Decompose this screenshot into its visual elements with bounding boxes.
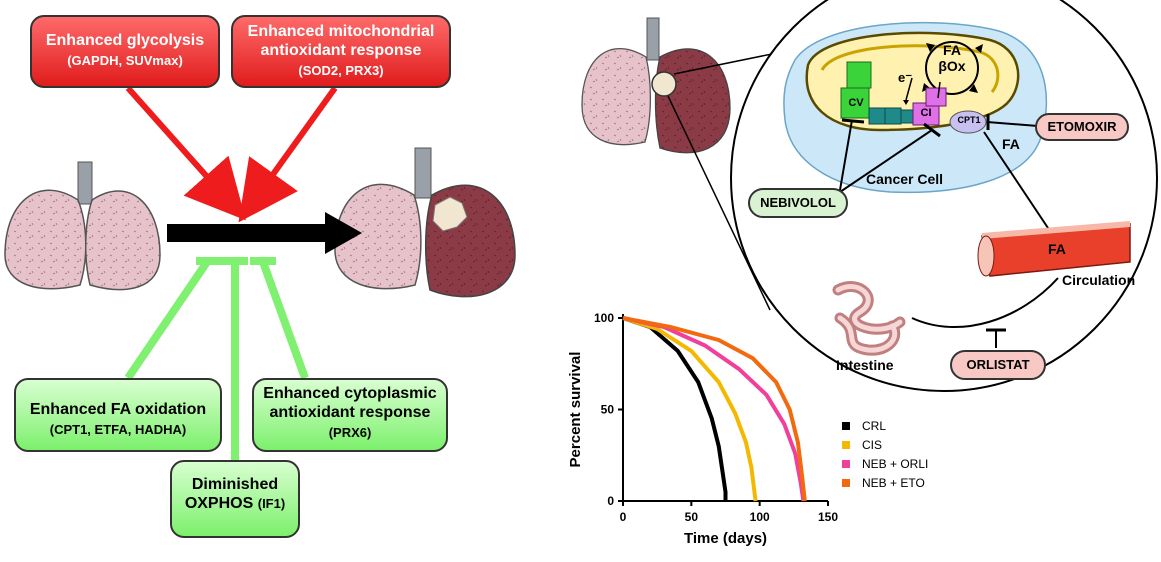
x-axis-label: Time (days)	[684, 530, 767, 547]
mito-antioxidant-arrow	[238, 86, 338, 223]
mito-antioxidant-title-2: antioxidant response	[260, 42, 422, 59]
nebivolol-bar-cv	[841, 118, 865, 124]
electron-label: e⁻	[898, 70, 913, 85]
glycolysis-sub: (GAPDH, SUVmax)	[67, 53, 183, 68]
nebivolol-to-ci	[839, 129, 933, 193]
cpt1-transporter	[949, 110, 987, 134]
orlistat-badge: ORLISTAT	[950, 350, 1046, 380]
glycolysis-title: Enhanced glycolysis	[45, 32, 205, 49]
legend-swatch	[842, 422, 850, 430]
series-line-neb-orli	[622, 316, 806, 502]
oxphos-title-1: Diminished	[191, 476, 279, 493]
orlistat-label: ORLISTAT	[966, 357, 1030, 372]
oxphos-sub: (IF1)	[257, 496, 286, 511]
progression-arrow	[167, 212, 362, 254]
legend-label: NEB + ORLI	[862, 457, 928, 471]
cv-label: CV	[848, 97, 864, 109]
y-tick-label: 100	[594, 311, 614, 325]
cyto-antioxidant-box: Enhanced cytoplasmic antioxidant respons…	[252, 378, 448, 452]
nebivolol-to-cv	[839, 119, 853, 191]
etomoxir-badge: ETOMOXIR	[1035, 113, 1129, 141]
fa-to-ci-arrow	[937, 81, 941, 99]
oxphos-title-2: OXPHOS	[184, 495, 254, 512]
legend-label: CRL	[862, 419, 886, 433]
y-tick-label: 0	[607, 494, 614, 508]
cyto-antioxidant-title-1: Enhanced cytoplasmic	[263, 385, 437, 402]
glycolysis-arrow	[125, 86, 246, 221]
blood-vessel	[977, 221, 1131, 277]
nebivolol-badge: NEBIVOLOL	[748, 188, 848, 218]
cyto-antioxidant-title-2: antioxidant response	[269, 404, 431, 421]
mito-antioxidant-title-1: Enhanced mitochondrial	[247, 23, 435, 40]
nebivolol-bar-ci	[923, 122, 941, 138]
glycolysis-box: Enhanced glycolysis (GAPDH, SUVmax)	[30, 15, 220, 88]
legend-swatch	[842, 441, 850, 449]
fa-transport-line	[983, 131, 1053, 235]
series-line-cis	[622, 316, 758, 502]
legend-swatch	[842, 479, 850, 487]
vessel-fa-label: FA	[1048, 241, 1066, 257]
y-tick-label: 50	[601, 403, 615, 417]
cpt1-label: CPT1	[957, 115, 981, 125]
oxphos-box: Diminished OXPHOS (IF1)	[170, 460, 300, 538]
nebivolol-label: NEBIVOLOL	[760, 195, 836, 210]
healthy-lung-illustration	[4, 161, 161, 291]
ci-label: CI	[920, 107, 932, 119]
circulation-label: Circulation	[1062, 272, 1136, 288]
legend-swatch	[842, 460, 850, 468]
fa-box-label-1: FA	[943, 42, 961, 58]
x-tick-label: 100	[750, 510, 770, 524]
fa-oxidation-sub: (CPT1, ETFA, HADHA)	[49, 422, 187, 437]
etomoxir-inhibition	[986, 121, 1039, 127]
diseased-lung-illustration	[334, 147, 516, 298]
x-tick-label: 150	[818, 510, 838, 524]
etomoxir-label: ETOMOXIR	[1047, 119, 1117, 134]
legend-label: CIS	[862, 438, 882, 452]
mito-antioxidant-box: Enhanced mitochondrial antioxidant respo…	[231, 15, 451, 88]
cancer-cell-label: Cancer Cell	[866, 171, 944, 187]
lung-thumbnail	[581, 17, 731, 154]
fa-oxidation-title: Enhanced FA oxidation	[29, 401, 207, 418]
x-tick-label: 0	[620, 510, 627, 524]
x-tick-label: 50	[685, 510, 699, 524]
inhibitor-lines	[124, 257, 309, 462]
mito-antioxidant-sub: (SOD2, PRX3)	[298, 63, 384, 78]
fa-box-label-2: βOx	[938, 58, 966, 74]
electron-transport-chain	[840, 61, 947, 126]
legend-label: NEB + ETO	[862, 476, 925, 490]
absorption-line	[911, 277, 1059, 329]
y-axis-label: Percent survival	[567, 352, 584, 468]
intestine-label: Intestine	[836, 357, 894, 373]
series-line-crl	[622, 316, 728, 501]
cyto-antioxidant-sub: (PRX6)	[328, 425, 372, 440]
series-line-neb-eto	[622, 316, 807, 502]
fa-label: FA	[1002, 136, 1020, 152]
fa-oxidation-box: Enhanced FA oxidation (CPT1, ETFA, HADHA…	[14, 378, 222, 452]
